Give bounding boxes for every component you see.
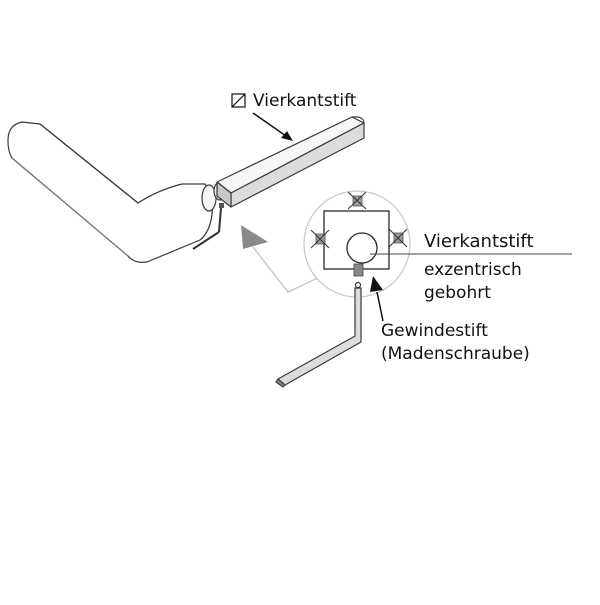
label-set-screw: Gewindestift: [381, 321, 488, 341]
screw-invalid-right: [388, 228, 408, 248]
leader-arrow-top: [252, 112, 293, 141]
label-square-pin-top: Vierkantstift: [253, 91, 357, 111]
screw-invalid-top: [347, 191, 367, 210]
label-grub-screw: (Madenschraube): [381, 344, 530, 364]
label-eccentric: exzentrisch: [424, 260, 522, 280]
square-spindle: [216, 116, 365, 208]
label-square-pin-main: Vierkantstift: [424, 231, 534, 252]
set-screw-correct: [353, 263, 364, 277]
square-diagonal-symbol-icon: [231, 93, 246, 108]
detail-circle: [303, 190, 411, 298]
screw-invalid-left: [310, 229, 330, 249]
hex-key-large: [275, 281, 362, 388]
small-hex-key: [192, 203, 224, 250]
door-handle: [7, 121, 227, 263]
label-drilled: gebohrt: [424, 283, 491, 303]
leader-arrow-set-screw: [370, 276, 384, 322]
pointer-arrow-large: [241, 225, 323, 293]
